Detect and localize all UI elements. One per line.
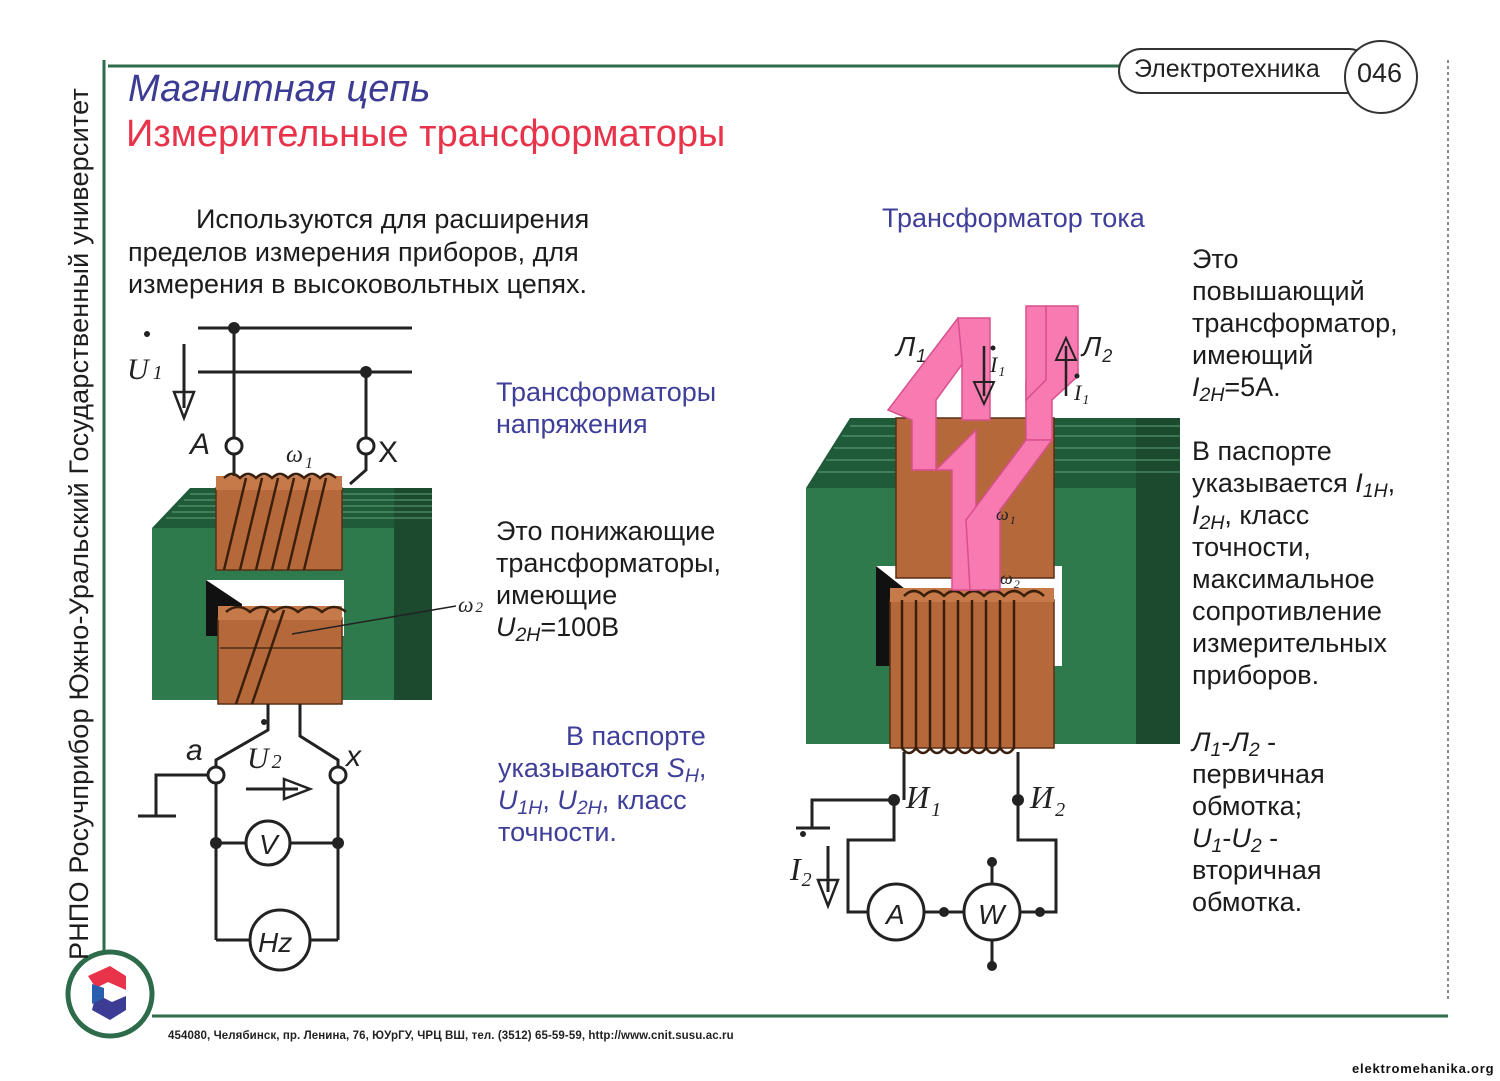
- section-badge: Электротехника 046: [1118, 40, 1418, 114]
- vt-desc-3: имеющие: [496, 580, 618, 610]
- intro-line-1: Используются для расширения: [196, 204, 590, 234]
- intro-line-2: пределов измерения приборов, для: [128, 237, 579, 267]
- ct-winding-2: первичная: [1192, 759, 1325, 789]
- ct-winding-3: обмотка;: [1192, 791, 1303, 821]
- page-number-circle: [1344, 40, 1418, 114]
- section-label: Электротехника: [1134, 55, 1320, 83]
- ct-passport-2: указывается I1H,: [1192, 468, 1396, 502]
- page-number: 046: [1357, 58, 1403, 88]
- page-title: Магнитная цепь: [128, 68, 431, 110]
- vt-desc-4: U2H=100В: [496, 612, 620, 646]
- vt-passport-1: В паспорте: [566, 721, 706, 751]
- ct-passport-3: I2H, класс: [1192, 500, 1310, 534]
- vt-desc-1: Это понижающие: [496, 516, 716, 546]
- ct-passport-6: сопротивление: [1192, 596, 1382, 626]
- ct-desc-4: имеющий: [1192, 340, 1314, 370]
- vt-heading-1: Трансформаторы: [496, 377, 717, 407]
- sidebar-institution-text: РНПО Росучприбор Южно-Уральский Государс…: [64, 87, 94, 960]
- vt-passport-4: точности.: [498, 817, 617, 847]
- intro-line-3: измерения в высоковольтных цепях.: [128, 269, 588, 299]
- ct-desc-1: Это: [1192, 244, 1239, 274]
- current-transformer-diagram: [796, 305, 1180, 971]
- vt-passport-3: U1H, U2H, класс: [498, 785, 687, 819]
- vt-heading-2: напряжения: [496, 409, 648, 439]
- ct-winding-1: Л1-Л2 -: [1192, 727, 1277, 761]
- footer-address: 454080, Челябинск, пр. Ленина, 76, ЮУрГУ…: [168, 1030, 734, 1042]
- wattmeter-icon: [962, 882, 1022, 942]
- voltage-transformer-diagram: [138, 322, 457, 972]
- ct-passport-7: измерительных: [1192, 628, 1387, 658]
- ct-heading: Трансформатор тока: [882, 203, 1145, 233]
- ct-winding-4: U1-U2 -: [1192, 823, 1279, 857]
- ct-winding-5: вторичная: [1192, 855, 1322, 885]
- ct-desc-2: повышающий: [1192, 276, 1365, 306]
- ct-passport-4: точности,: [1192, 532, 1311, 562]
- ammeter-icon: [866, 882, 926, 942]
- ct-desc-5: I2H=5А.: [1192, 372, 1281, 406]
- page-subtitle: Измерительные трансформаторы: [126, 113, 726, 155]
- frequency-meter-icon: [248, 908, 312, 972]
- vt-desc-2: трансформаторы,: [496, 548, 722, 578]
- ct-desc-3: трансформатор,: [1192, 308, 1398, 338]
- ct-winding-6: обмотка.: [1192, 887, 1303, 917]
- ct-passport-5: максимальное: [1192, 564, 1375, 594]
- vt-passport-2: указываются SH,: [498, 753, 707, 787]
- ct-passport-8: приборов.: [1192, 660, 1320, 690]
- ct-passport-1: В паспорте: [1192, 436, 1332, 466]
- voltmeter-icon: [244, 819, 292, 867]
- university-logo-icon: [65, 949, 155, 1039]
- watermark: elektromehanika.org: [1352, 1061, 1495, 1076]
